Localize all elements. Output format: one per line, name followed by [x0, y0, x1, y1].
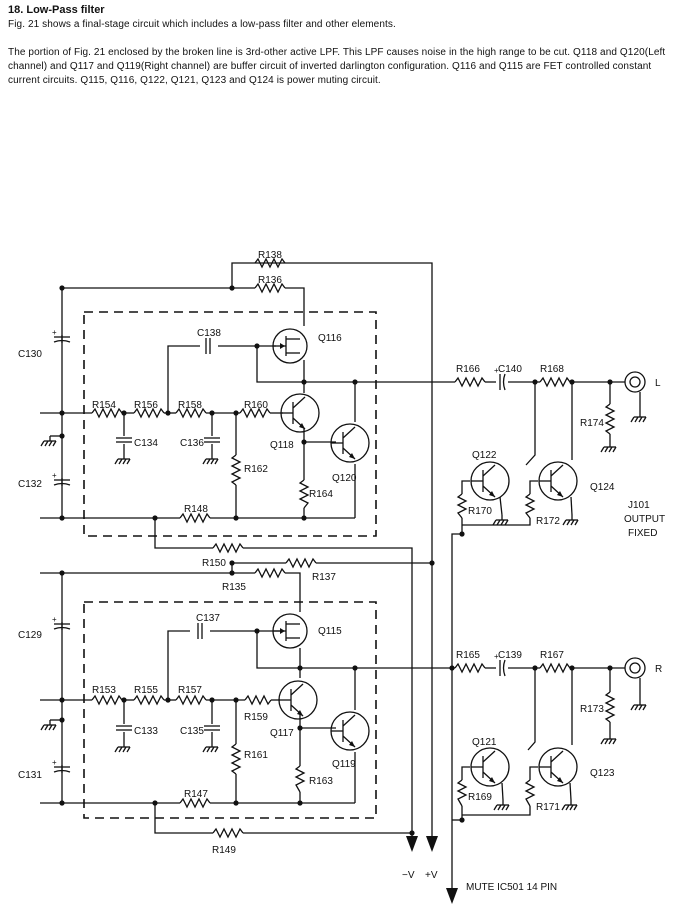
label-q115: Q115	[318, 626, 342, 637]
intro-paragraph: Fig. 21 shows a final-stage circuit whic…	[8, 19, 396, 30]
label-jack-l: L	[655, 378, 661, 389]
label-c130: C130	[18, 349, 42, 360]
lpf-enclosure-left	[83, 311, 377, 537]
label-c138: C138	[197, 328, 221, 339]
label-r156: R156	[134, 400, 158, 411]
section-heading: 18. Low-Pass filter	[8, 4, 105, 16]
label-r167: R167	[540, 650, 564, 661]
label-q117: Q117	[270, 728, 294, 739]
label-r161: R161	[244, 750, 268, 761]
label-j101: J101	[628, 500, 650, 511]
label-c134: C134	[134, 438, 158, 449]
label-r159: R159	[244, 712, 268, 723]
label-jack-r: R	[655, 664, 662, 675]
body-paragraph: The portion of Fig. 21 enclosed by the b…	[8, 47, 666, 86]
label-r170: R170	[468, 506, 492, 517]
label-q121: Q121	[472, 737, 497, 748]
label-r138: R138	[258, 250, 282, 261]
label-c136: C136	[180, 438, 204, 449]
label-q116: Q116	[318, 333, 342, 344]
transistors	[272, 328, 578, 787]
label-q122: Q122	[472, 450, 497, 461]
resistors-vertical	[230, 403, 616, 807]
lpf-enclosure-right	[83, 601, 377, 819]
label-r135: R135	[222, 582, 246, 593]
label-r166: R166	[456, 364, 480, 375]
label-r149: R149	[212, 845, 236, 856]
label-r147: R147	[184, 789, 208, 800]
label-r172: R172	[536, 516, 560, 527]
label-r163: R163	[309, 776, 333, 787]
resistors-horizontal	[91, 257, 571, 839]
label-r155: R155	[134, 685, 158, 696]
right-channel-wiring	[40, 572, 641, 834]
rail-labels: −V +V MUTE IC501 14 PIN	[402, 870, 557, 893]
label-r136: R136	[258, 275, 282, 286]
label-c139: C139	[498, 650, 522, 661]
label-r137: R137	[312, 572, 336, 583]
label-fixed: FIXED	[628, 528, 657, 539]
junction-dots	[59, 285, 613, 836]
label-r171: R171	[536, 802, 560, 813]
label-q120: Q120	[332, 473, 357, 484]
label-r158: R158	[178, 400, 202, 411]
label-q123: Q123	[590, 768, 615, 779]
left-channel-labels: R138 R136 C138 Q116 C130 R154 R156 R158 …	[18, 250, 661, 583]
label-pos-v: +V	[425, 870, 438, 881]
label-c135: C135	[180, 726, 204, 737]
label-output: OUTPUT	[624, 514, 665, 525]
label-r164: R164	[309, 489, 333, 500]
label-r160: R160	[244, 400, 268, 411]
label-c129: C129	[18, 630, 42, 641]
label-q118: Q118	[270, 440, 294, 451]
rail-arrows	[406, 836, 458, 904]
label-mute: MUTE IC501 14 PIN	[466, 882, 557, 893]
label-c133: C133	[134, 726, 158, 737]
label-c137: C137	[196, 613, 220, 624]
mute-bus	[451, 533, 462, 890]
label-r168: R168	[540, 364, 564, 375]
label-r162: R162	[244, 464, 268, 475]
label-r157: R157	[178, 685, 202, 696]
label-r150: R150	[202, 558, 226, 569]
label-q124: Q124	[590, 482, 615, 493]
text-block: 18. Low-Pass filter Fig. 21 shows a fina…	[8, 4, 668, 88]
label-r148: R148	[184, 504, 208, 515]
label-r165: R165	[456, 650, 480, 661]
right-channel-labels: R135 C137 Q115 C129 R153 R155 R157 R159 …	[18, 582, 662, 856]
capacitors	[51, 327, 506, 773]
label-q119: Q119	[332, 759, 356, 770]
jack-block-labels: J101 OUTPUT FIXED	[624, 500, 665, 539]
label-c132: C132	[18, 479, 42, 490]
label-r153: R153	[92, 685, 116, 696]
label-c131: C131	[18, 770, 42, 781]
label-c140: C140	[498, 364, 522, 375]
label-r174: R174	[580, 418, 604, 429]
label-r169: R169	[468, 792, 492, 803]
label-r173: R173	[580, 704, 604, 715]
label-r154: R154	[92, 400, 116, 411]
label-neg-v: −V	[402, 870, 415, 881]
